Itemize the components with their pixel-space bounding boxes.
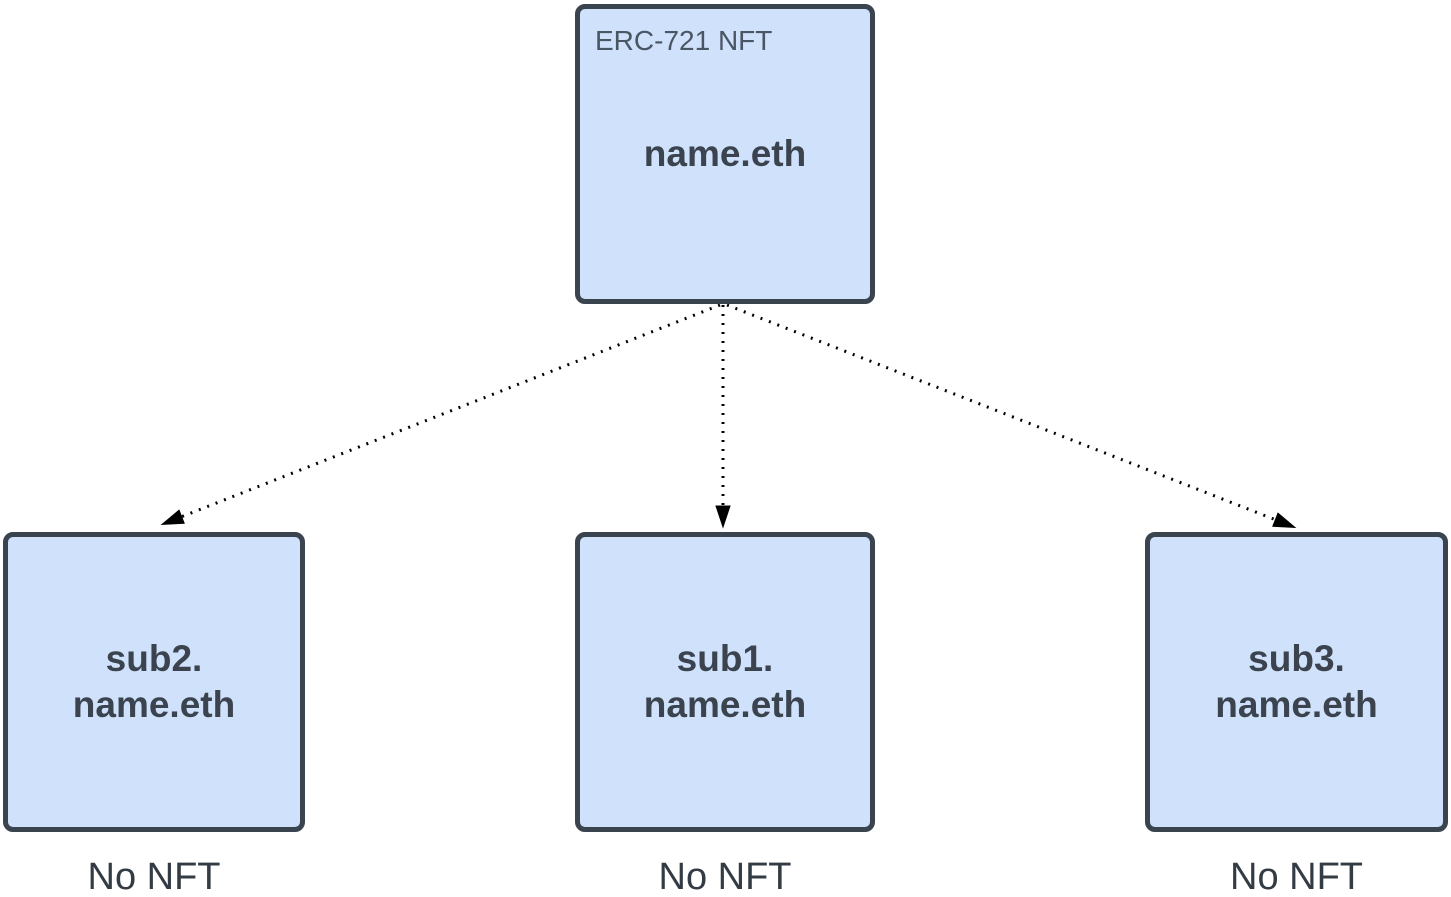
edge-root-to-sub3 (726, 303, 1297, 529)
node-label: name.eth (643, 132, 807, 174)
node-label: sub3. name.eth (1215, 637, 1378, 725)
node-type-label: ERC-721 NFT (595, 25, 773, 56)
node-label: sub2. name.eth (72, 637, 236, 725)
node-sub2: sub2. name.eth (3, 532, 305, 832)
node-caption: No NFT (658, 856, 792, 897)
edge-root-to-sub2 (160, 303, 721, 526)
node-label: sub1. name.eth (643, 637, 807, 725)
node-sub1: sub1. name.eth (575, 532, 875, 832)
node-caption: No NFT (1230, 856, 1363, 897)
node-sub3: sub3. name.eth (1145, 532, 1448, 832)
node-caption: No NFT (87, 856, 221, 897)
node-root: ERC-721 NFT name.eth (575, 4, 875, 304)
